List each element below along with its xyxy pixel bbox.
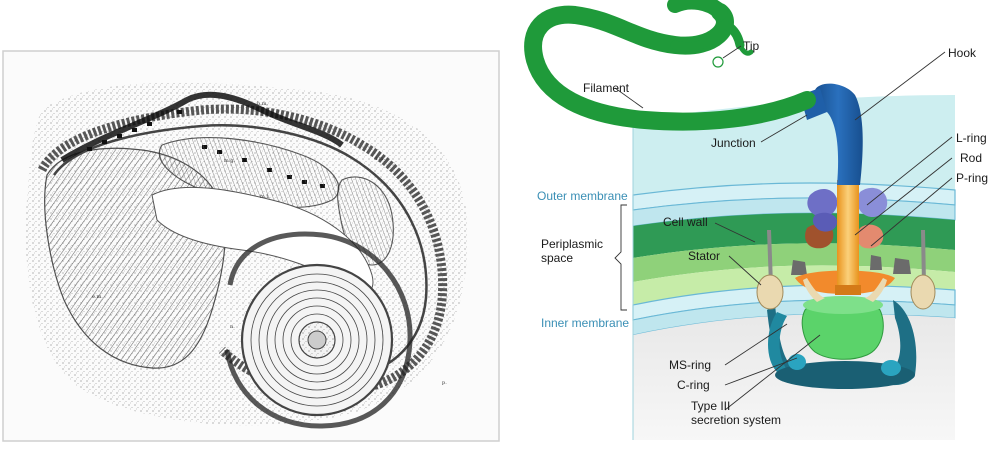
filament-tail xyxy=(670,20,745,52)
label-junction: Junction xyxy=(711,136,756,150)
label-type3-1: Type III xyxy=(691,399,730,413)
motor-part xyxy=(893,258,911,274)
flagellum-diagram: Tip Hook Filament Junction L-ring Rod P-… xyxy=(524,0,988,440)
leader-rod xyxy=(854,157,953,236)
label-p-ring: P-ring xyxy=(956,171,988,185)
tiny-label: b.m. xyxy=(257,101,269,107)
stator-right xyxy=(910,230,936,310)
motor-part xyxy=(791,260,807,275)
micrograph-panel: b.m. d.m. m.g. m.l. e.m. n. p. xyxy=(2,50,500,442)
label-tip: Tip xyxy=(743,39,760,53)
p-ring-right xyxy=(857,224,884,249)
leader-l-ring xyxy=(866,136,953,206)
label-outer-membrane: Outer membrane xyxy=(537,189,628,203)
support-part xyxy=(865,278,887,302)
filament xyxy=(524,3,816,131)
ms-ring-top xyxy=(803,296,883,314)
tiny-label: n. xyxy=(230,324,235,330)
leader-stator xyxy=(728,255,762,286)
leader-hook xyxy=(854,51,946,121)
concentric-rings xyxy=(240,263,394,417)
leader-tip xyxy=(722,45,742,59)
c-ring-left xyxy=(768,312,787,372)
tiny-label: p. xyxy=(442,380,447,386)
outer-envelope-inner xyxy=(52,124,428,378)
label-filament: Filament xyxy=(583,81,630,95)
leader-filament xyxy=(614,87,644,109)
label-periplasmic-1: Periplasmic xyxy=(541,237,603,251)
label-inner-membrane: Inner membrane xyxy=(541,316,629,330)
label-l-ring: L-ring xyxy=(956,131,987,145)
label-hook: Hook xyxy=(948,46,977,60)
label-stator: Stator xyxy=(688,249,720,263)
leader-type3 xyxy=(724,334,821,411)
filament-wave xyxy=(667,0,728,20)
tip xyxy=(712,56,724,68)
label-ms-ring: MS-ring xyxy=(669,358,711,372)
periplasm xyxy=(633,213,955,258)
c-ring-bottom xyxy=(775,361,915,389)
label-cell-wall: Cell wall xyxy=(663,215,708,229)
periplasmic-bracket xyxy=(614,204,627,311)
leader-junction xyxy=(760,114,808,143)
c-ring-foot-left xyxy=(788,354,806,370)
rod-base xyxy=(835,285,861,295)
tiny-label: e.m. xyxy=(92,294,103,300)
l-ring-lower xyxy=(812,212,837,232)
leader-cell-wall xyxy=(714,222,756,243)
tiny-label: m.l. xyxy=(260,194,270,200)
label-rod: Rod xyxy=(960,151,982,165)
support-part xyxy=(803,278,825,302)
top-ridge xyxy=(60,91,344,163)
capsule-band xyxy=(224,231,413,429)
rod xyxy=(837,180,859,290)
stator-left xyxy=(756,230,784,310)
label-periplasmic-2: space xyxy=(541,251,573,265)
c-ring-right xyxy=(881,300,917,386)
leader-ms-ring xyxy=(724,323,788,366)
l-ring xyxy=(807,188,838,218)
motor-part xyxy=(870,255,882,270)
label-c-ring: C-ring xyxy=(677,378,710,392)
c-ring-foot-right xyxy=(881,360,901,376)
tiny-label: m.g. xyxy=(224,158,236,164)
tiny-label: d.m. xyxy=(374,156,386,162)
label-type3-2: secretion system xyxy=(691,413,781,427)
leader-p-ring xyxy=(870,177,953,247)
